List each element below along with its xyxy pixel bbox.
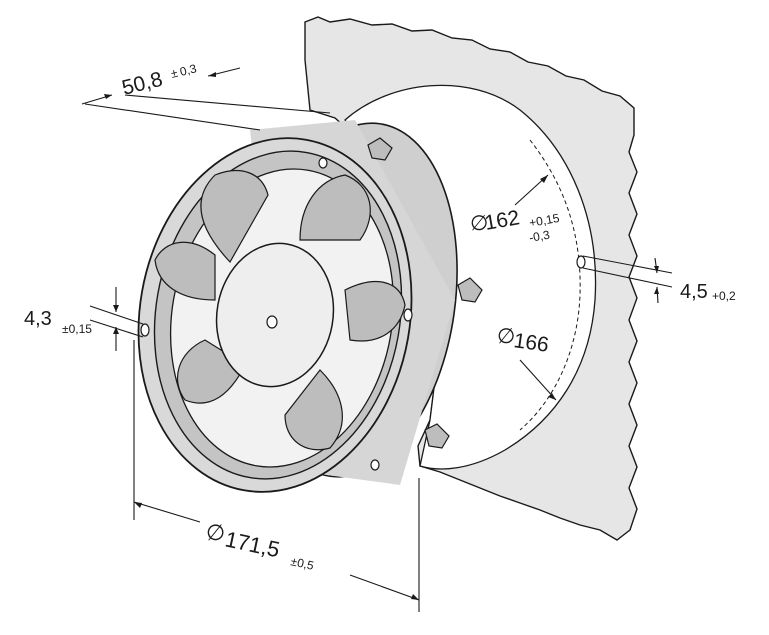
dim-cutout-inner: ∅ 162 +0,15 -0,3 — [470, 174, 561, 245]
dim-cutout-inner-tol-upper: +0,15 — [528, 211, 561, 230]
dim-cutout-outer-symbol: ∅ — [497, 325, 515, 348]
dim-depth: 50,8 ± 0,3 — [81, 61, 331, 131]
dim-panel-hole: 4,5 +0,2 — [582, 255, 736, 304]
dim-panel-hole-tol: +0,2 — [712, 289, 736, 303]
fan-mounting-hole — [370, 459, 380, 471]
dim-depth-tol: 0,3 — [178, 61, 198, 79]
dim-cutout-outer: ∅ 166 — [497, 325, 557, 401]
dim-cutout-inner-symbol: ∅ — [470, 212, 488, 235]
fan-hub — [215, 242, 335, 388]
dim-depth-value: 50,8 — [120, 68, 165, 100]
panel-mounting-hole — [576, 255, 586, 269]
dim-cutout-inner-tol-lower: -0,3 — [528, 228, 551, 245]
fan-mounting-hole — [318, 157, 328, 169]
dim-depth-tol-sign: ± — [169, 66, 179, 81]
dim-fan-hole: 4,3 ±0,15 — [24, 287, 144, 351]
fan-mounting-hole — [140, 323, 150, 337]
dim-fan-hole-value: 4,3 — [24, 308, 52, 330]
fan-mounting-holes — [140, 137, 483, 471]
dim-fan-hole-tol: ±0,15 — [62, 322, 92, 336]
dim-fan-diameter-symbol: ∅ — [206, 520, 225, 545]
dim-panel-hole-value: 4,5 — [680, 281, 708, 303]
dim-fan-diameter-value: 171,5 — [223, 526, 282, 562]
dim-fan-diameter-tol: ±0,5 — [289, 554, 315, 573]
dim-cutout-outer-value: 166 — [512, 329, 550, 357]
fan-mounting-hole — [403, 308, 413, 322]
